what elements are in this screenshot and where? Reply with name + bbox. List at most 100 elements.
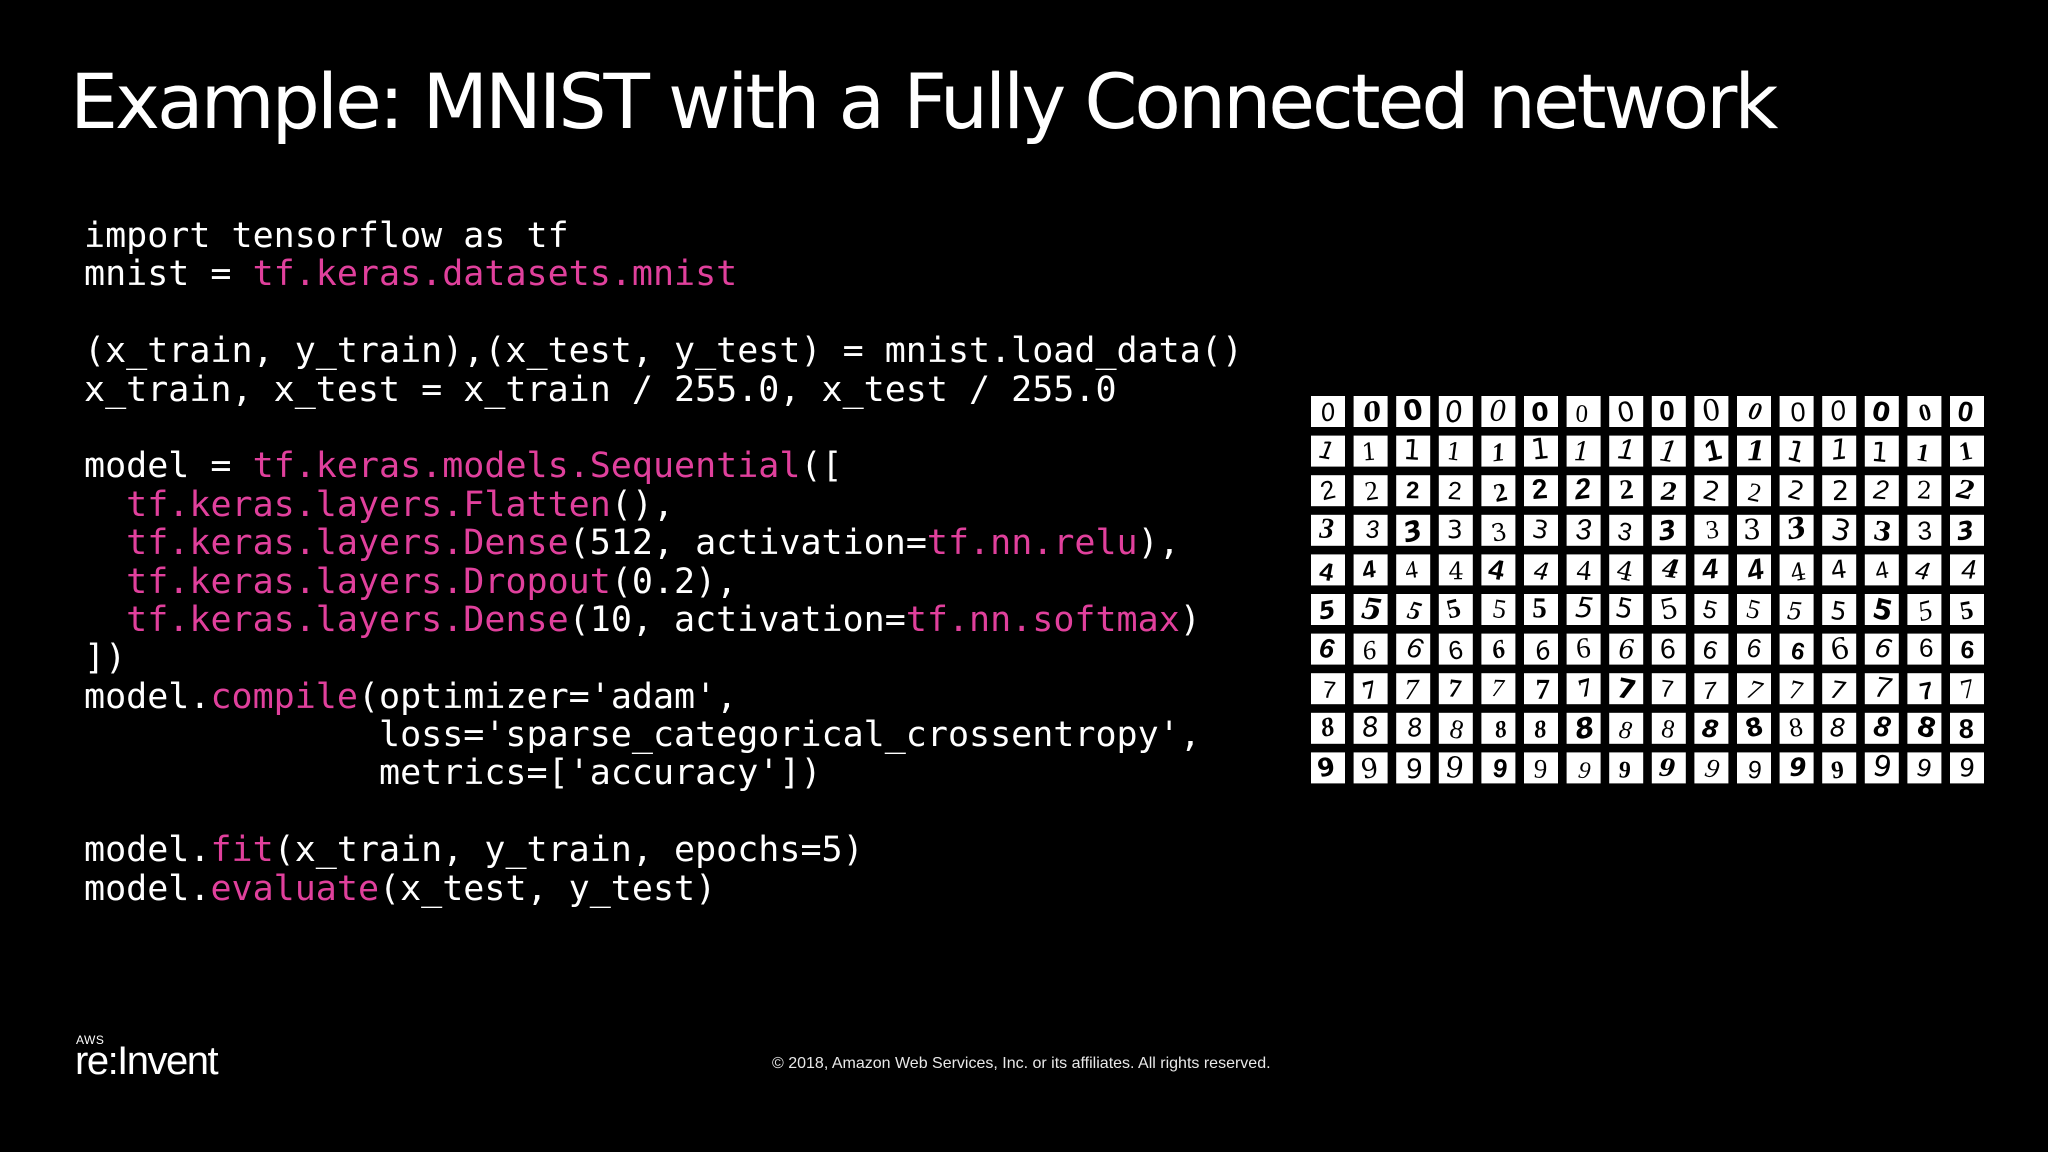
digit-glyph: 4 xyxy=(1486,553,1508,587)
code-token xyxy=(84,562,126,602)
digit-cell xyxy=(1609,712,1644,744)
digit-cell xyxy=(1524,554,1558,586)
digit-glyph: 9 xyxy=(1491,752,1510,784)
code-token: ) xyxy=(1179,599,1201,640)
digit-glyph: 9 xyxy=(1658,753,1677,783)
digit-glyph: 3 xyxy=(1447,515,1463,544)
digit-glyph: 2 xyxy=(1916,476,1933,505)
digit-cell xyxy=(1353,514,1388,546)
digit-cell xyxy=(1651,633,1686,665)
digit-cell xyxy=(1311,673,1345,705)
digit-cell xyxy=(1438,633,1473,665)
digit-cell xyxy=(1609,673,1644,705)
digit-glyph: 4 xyxy=(1358,556,1379,586)
digit-glyph: 2 xyxy=(1871,474,1889,505)
digit-cell xyxy=(1524,475,1558,507)
digit-glyph: 6 xyxy=(1318,633,1337,664)
code-token: mnist = xyxy=(84,254,253,295)
code-token-highlight: tf.keras.layers.Flatten xyxy=(126,484,611,525)
digit-glyph: 4 xyxy=(1829,554,1848,585)
digit-cell xyxy=(1311,475,1345,507)
digit-cell xyxy=(1737,673,1771,705)
digit-cell xyxy=(1609,633,1644,665)
digit-glyph: 9 xyxy=(1577,757,1592,784)
digit-glyph: 6 xyxy=(1960,636,1976,665)
digit-glyph: 5 xyxy=(1613,592,1636,626)
digit-glyph: 8 xyxy=(1405,712,1424,743)
code-token: ), xyxy=(1137,523,1180,564)
code-token: metrics=['accuracy']) xyxy=(84,753,822,794)
digit-glyph: 0 xyxy=(1955,396,1976,428)
digit-glyph: 5 xyxy=(1700,595,1720,625)
digit-cell xyxy=(1907,554,1942,586)
digit-glyph: 9 xyxy=(1789,752,1808,782)
digit-cell xyxy=(1311,633,1345,665)
digit-glyph: 9 xyxy=(1618,757,1632,784)
digit-glyph: 1 xyxy=(1361,438,1378,467)
digit-cell xyxy=(1907,673,1942,705)
digit-glyph: 1 xyxy=(1746,436,1765,467)
digit-cell xyxy=(1651,554,1686,586)
digit-cell xyxy=(1864,752,1899,784)
digit-glyph: 4 xyxy=(1403,556,1420,585)
digit-cell xyxy=(1950,396,1984,427)
code-token: (optimizer='adam', xyxy=(357,676,738,717)
digit-glyph: 4 xyxy=(1660,553,1681,584)
digit-glyph: 0 xyxy=(1700,396,1723,428)
digit-cell xyxy=(1651,396,1686,427)
digit-cell xyxy=(1353,752,1388,784)
digit-glyph: 7 xyxy=(1404,674,1421,706)
digit-glyph: 8 xyxy=(1617,716,1634,745)
code-line: x_train, x_test = x_train / 255.0, x_tes… xyxy=(84,370,1243,409)
digit-glyph: 6 xyxy=(1360,634,1379,666)
digit-cell xyxy=(1779,396,1814,427)
digit-glyph: 6 xyxy=(1746,633,1761,663)
digit-glyph: 5 xyxy=(1532,592,1547,624)
digit-glyph: 2 xyxy=(1363,475,1381,507)
code-line: tf.keras.layers.Dropout(0.2), xyxy=(84,561,1243,602)
digit-cell xyxy=(1694,594,1729,625)
digit-glyph: 5 xyxy=(1360,591,1385,627)
digit-cell xyxy=(1694,752,1729,784)
digit-glyph: 9 xyxy=(1533,753,1549,784)
digit-cell xyxy=(1566,712,1601,744)
digit-cell xyxy=(1694,396,1729,427)
digit-cell xyxy=(1396,554,1431,586)
digit-cell xyxy=(1566,673,1601,705)
digit-glyph: 0 xyxy=(1401,396,1426,428)
digit-cell xyxy=(1822,594,1857,625)
digit-cell xyxy=(1694,633,1729,665)
digit-glyph: 7 xyxy=(1918,677,1936,706)
code-token-highlight: evaluate xyxy=(210,868,380,909)
digit-cell xyxy=(1566,396,1601,427)
digit-glyph: 4 xyxy=(1575,554,1593,587)
code-token-highlight: compile xyxy=(210,676,358,717)
code-line: mnist = tf.keras.datasets.mnist xyxy=(84,255,1243,293)
digit-glyph: 7 xyxy=(1535,674,1550,706)
code-line xyxy=(84,409,1243,447)
digit-glyph: 1 xyxy=(1616,433,1635,466)
digit-glyph: 6 xyxy=(1919,633,1934,663)
code-token: (0.2), xyxy=(610,561,738,602)
digit-cell xyxy=(1566,554,1601,586)
digit-glyph: 7 xyxy=(1958,673,1978,705)
digit-cell xyxy=(1950,673,1984,705)
slide-title: Example: MNIST with a Fully Connected ne… xyxy=(70,57,1778,146)
digit-glyph: 0 xyxy=(1614,396,1637,430)
digit-glyph: 2 xyxy=(1785,474,1808,506)
digit-cell xyxy=(1822,435,1857,467)
digit-cell xyxy=(1524,435,1558,467)
digit-glyph: 7 xyxy=(1360,674,1379,705)
digit-glyph: 3 xyxy=(1364,515,1380,544)
digit-cell xyxy=(1907,633,1942,665)
code-token: model. xyxy=(84,676,211,717)
digit-glyph: 4 xyxy=(1913,556,1932,586)
digit-cell xyxy=(1864,594,1899,625)
digit-cell xyxy=(1438,514,1473,546)
digit-cell xyxy=(1779,554,1814,586)
digit-glyph: 8 xyxy=(1532,716,1549,745)
digit-glyph: 2 xyxy=(1531,473,1549,505)
digit-cell xyxy=(1694,712,1729,744)
digit-glyph: 5 xyxy=(1958,595,1976,626)
digit-cell xyxy=(1651,752,1686,784)
